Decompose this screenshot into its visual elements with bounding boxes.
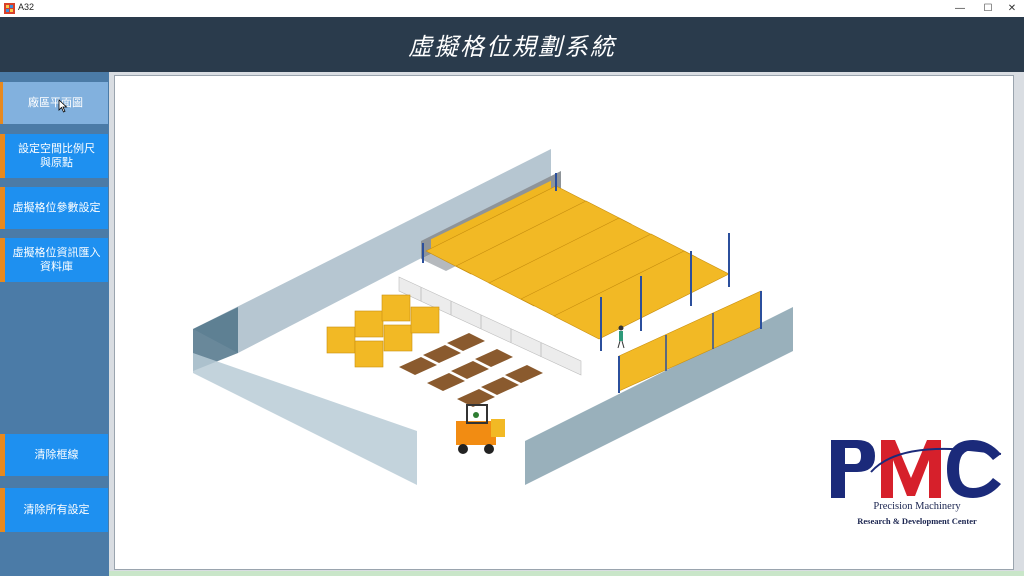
pmc-name-line2: Research & Development Center bbox=[857, 516, 977, 526]
sidebar-item-label: 設定空間比例尺 與原點 bbox=[18, 142, 95, 169]
pmc-name-line1: Precision Machinery bbox=[873, 501, 961, 512]
sidebar-item-floor-plan[interactable]: 廠區平面圖 bbox=[0, 82, 108, 124]
clear-all-button[interactable]: 清除所有設定 bbox=[0, 488, 108, 532]
wooden-pallets-icon bbox=[399, 333, 543, 407]
maximize-button[interactable]: ☐ bbox=[983, 3, 993, 14]
forklift-icon bbox=[456, 404, 505, 454]
warehouse-illustration bbox=[193, 149, 793, 485]
mouse-cursor-icon bbox=[58, 99, 68, 113]
floor-plan-canvas[interactable]: Precision Machinery Research & Developme… bbox=[114, 75, 1014, 570]
clear-frames-button[interactable]: 清除框線 bbox=[0, 434, 108, 476]
page-title: 虛擬格位規劃系統 bbox=[408, 33, 616, 61]
window-titlebar: A32 — ☐ ✕ bbox=[0, 0, 1024, 18]
sidebar-item-label: 虛擬格位參數設定 bbox=[12, 201, 101, 214]
sidebar-item-label: 虛擬格位資訊匯入 資料庫 bbox=[12, 246, 101, 273]
sidebar-item-label: 廠區平面圖 bbox=[28, 96, 83, 109]
front-rack-icon bbox=[618, 290, 762, 393]
sidebar-item-import-db[interactable]: 虛擬格位資訊匯入 資料庫 bbox=[0, 238, 108, 282]
fence-icon bbox=[398, 276, 582, 376]
sidebar-item-label: 清除框線 bbox=[34, 448, 79, 461]
box-pallets-icon bbox=[326, 294, 440, 368]
app-header: 虛擬格位規劃系統 bbox=[0, 17, 1024, 72]
sidebar-item-label: 清除所有設定 bbox=[23, 503, 90, 516]
minimize-button[interactable]: — bbox=[955, 3, 965, 14]
sidebar-item-slot-params[interactable]: 虛擬格位參數設定 bbox=[0, 187, 108, 229]
app-icon bbox=[4, 3, 15, 14]
pmc-logo bbox=[831, 440, 1002, 498]
worker-icon bbox=[617, 325, 625, 349]
status-strip bbox=[109, 571, 1024, 576]
sidebar-item-scale-origin[interactable]: 設定空間比例尺 與原點 bbox=[0, 134, 108, 178]
window-title: A32 bbox=[18, 2, 35, 12]
close-button[interactable]: ✕ bbox=[1007, 3, 1017, 14]
